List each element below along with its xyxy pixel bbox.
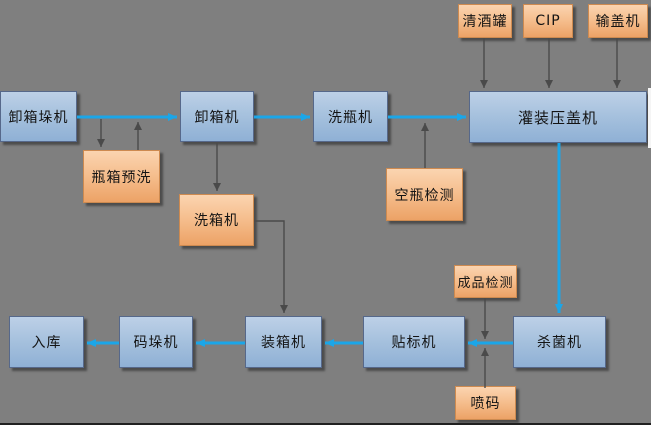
node-empty-bottle-inspection: 空瓶检测 (386, 168, 463, 221)
node-labeler: 贴标机 (363, 316, 465, 368)
node-cap-feeder: 输盖机 (588, 4, 648, 38)
slide-edge-highlight (648, 88, 651, 148)
node-warehouse: 入库 (9, 316, 84, 368)
node-palletizer: 码垛机 (119, 316, 193, 368)
node-pasteurizer: 杀菌机 (513, 316, 606, 368)
node-case-packer: 装箱机 (245, 316, 322, 368)
node-bottle-washer: 洗瓶机 (313, 91, 388, 142)
arrow-crate-washer-to-case-packer (254, 220, 288, 313)
node-filler-capper: 灌装压盖机 (469, 91, 647, 143)
node-crate-washer: 洗箱机 (179, 194, 254, 246)
node-depalletizer: 卸箱垛机 (0, 91, 77, 142)
node-inkjet-coder: 喷码 (455, 386, 516, 420)
node-decrater: 卸箱机 (180, 91, 254, 142)
node-cip: CIP (523, 4, 573, 38)
node-crate-prewash: 瓶箱预洗 (83, 150, 160, 203)
node-finished-product-inspection: 成品检测 (454, 265, 517, 298)
node-beer-tank: 清酒罐 (458, 4, 512, 38)
